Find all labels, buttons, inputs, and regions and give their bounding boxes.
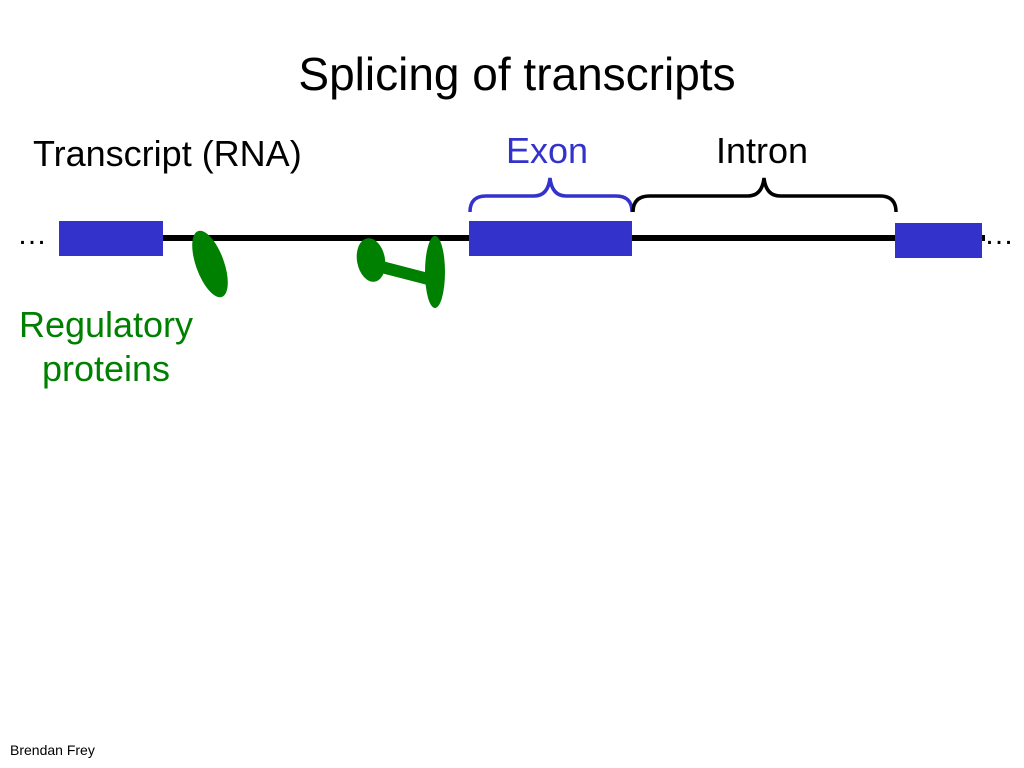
intron-label: Intron: [716, 130, 809, 171]
transcript-label: Transcript (RNA): [33, 133, 302, 174]
regulatory-protein-2a: [356, 238, 386, 282]
slide-title: Splicing of transcripts: [298, 48, 736, 100]
protein-linker: [372, 260, 438, 286]
regulatory-proteins-label: Regulatory proteins: [18, 304, 194, 389]
intron-brace: [631, 177, 898, 213]
exon-block-middle: [469, 221, 632, 256]
exon-label: Exon: [506, 130, 589, 171]
exon-brace: [468, 177, 634, 213]
ellipsis-right: …: [984, 218, 1014, 251]
author-footer: Brendan Frey: [10, 742, 95, 758]
exon-block-right: [895, 223, 982, 258]
regulatory-protein-2b: [425, 236, 445, 308]
ellipsis-left: …: [17, 218, 47, 251]
regulatory-protein-1: [192, 230, 228, 298]
regulatory-protein-complex: [356, 236, 445, 308]
exon-block-left: [59, 221, 163, 256]
